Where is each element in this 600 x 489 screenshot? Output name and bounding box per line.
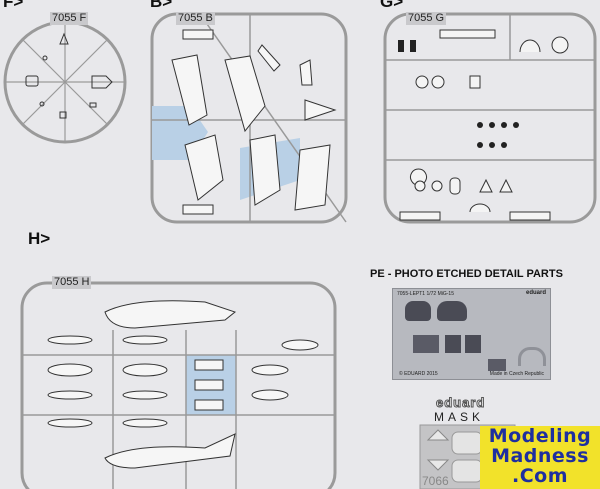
section-g-label: G> bbox=[380, 0, 404, 11]
pe-fret-code: 7055-LEPT1 1/72 MiG-15 bbox=[397, 291, 454, 297]
section-h-label: H> bbox=[28, 229, 51, 248]
sprue-f-tag: 7055 F bbox=[50, 12, 89, 25]
pe-fret-copyright: © EDUARD 2015 bbox=[399, 371, 438, 377]
sprue-f bbox=[3, 20, 127, 144]
eduard-logo: eduard bbox=[435, 395, 486, 411]
mask-label: MASK bbox=[434, 410, 485, 424]
mask-code: 7066 bbox=[422, 474, 449, 488]
watermark-banner: Modeling Madness .Com bbox=[480, 426, 600, 489]
pe-fret-brand: eduard bbox=[525, 290, 546, 296]
watermark-line-3: .Com bbox=[511, 465, 568, 487]
watermark-line-2: Madness bbox=[491, 445, 589, 467]
sprue-g bbox=[383, 12, 597, 224]
section-f-label: F> bbox=[3, 0, 24, 11]
watermark-line-1: Modeling bbox=[488, 425, 592, 447]
pe-fret-made-in: Made in Czech Republic bbox=[489, 371, 544, 377]
sprue-h bbox=[20, 281, 337, 489]
pe-fret: 7055-LEPT1 1/72 MiG-15 eduard © EDUARD 2… bbox=[392, 288, 551, 380]
section-b-label: B> bbox=[150, 0, 173, 11]
pe-title: PE - PHOTO ETCHED DETAIL PARTS bbox=[370, 268, 563, 280]
sprue-h-tag: 7055 H bbox=[52, 276, 92, 289]
sprue-b bbox=[150, 12, 348, 224]
sprue-g-tag: 7055 G bbox=[406, 12, 447, 25]
sprue-b-tag: 7055 B bbox=[176, 12, 215, 25]
